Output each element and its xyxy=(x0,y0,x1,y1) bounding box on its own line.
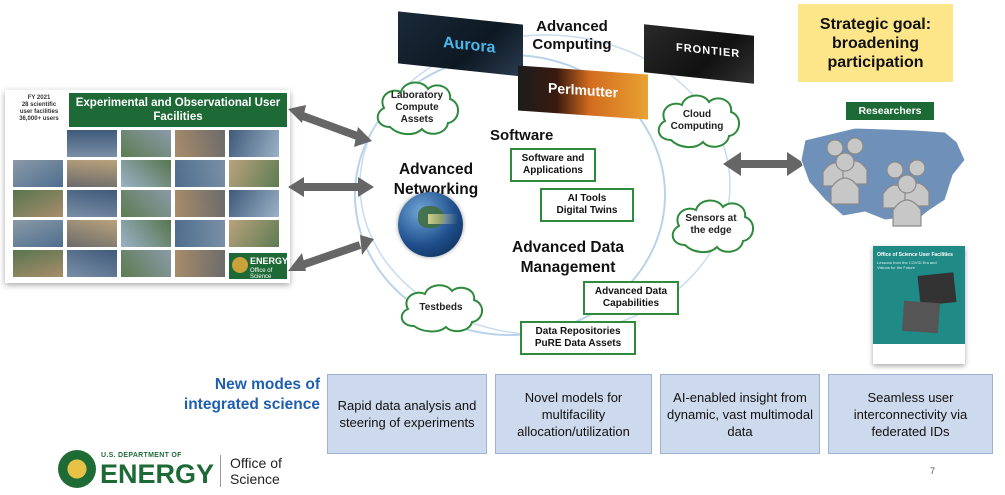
doe-logo-small: ENERGY Office of Science xyxy=(229,253,289,280)
facility-photo xyxy=(13,250,63,277)
footer-office: Office of Science xyxy=(230,455,282,487)
strategic-goal-box: Strategic goal: broadening participation xyxy=(798,4,953,82)
report-cover: Office of Science User Facilities Lesson… xyxy=(873,246,965,364)
cloud-computing: Cloud Computing xyxy=(651,90,743,152)
footer-energy: ENERGY xyxy=(100,459,215,489)
data-repositories-box: Data Repositories PuRE Data Assets xyxy=(520,321,636,355)
cloud-shape-icon xyxy=(657,94,740,148)
cloud-lab-compute-label: Laboratory Compute Assets xyxy=(390,90,444,125)
report-footer-band xyxy=(873,344,965,364)
footer-divider xyxy=(220,455,221,487)
us-map xyxy=(795,120,970,235)
mode-box-1: Rapid data analysis and steering of expe… xyxy=(327,374,487,454)
frontier-label: FRONTIER xyxy=(676,41,741,61)
facility-photo xyxy=(175,220,225,247)
cloud-sensors-label: Sensors at the edge xyxy=(685,213,737,236)
facility-photo xyxy=(229,190,279,217)
facility-photo xyxy=(13,220,63,247)
cloud-shape-icon xyxy=(671,199,754,253)
page-number: 7 xyxy=(930,466,936,476)
cloud-shape-icon xyxy=(400,284,483,333)
researchers-label: Researchers xyxy=(846,102,934,120)
facilities-title: Experimental and Observational User Faci… xyxy=(69,93,287,127)
facility-photo xyxy=(121,190,171,217)
facility-photo xyxy=(175,190,225,217)
advanced-data-capabilities-box: Advanced Data Capabilities xyxy=(583,281,679,315)
perlmutter-label: Perlmutter xyxy=(548,79,619,101)
facility-photo xyxy=(121,130,171,157)
mode-box-2: Novel models for multifacility allocatio… xyxy=(495,374,652,454)
globe-icon xyxy=(398,192,463,257)
facility-photo xyxy=(67,160,117,187)
facility-photo xyxy=(175,250,225,277)
report-title: Office of Science User Facilities xyxy=(877,252,953,258)
facility-photo xyxy=(67,250,117,277)
new-modes-label: New modes of integrated science xyxy=(183,376,320,413)
logo-energy-text: ENERGY xyxy=(250,256,289,266)
report-photo xyxy=(917,272,957,306)
facility-photo xyxy=(67,130,117,157)
cloud-testbeds-label: Testbeds xyxy=(419,302,463,313)
report-photo xyxy=(901,300,941,334)
connection-arrow-right xyxy=(723,152,805,176)
facility-photo xyxy=(175,160,225,187)
facility-photo xyxy=(121,250,171,277)
advanced-data-management-heading: Advanced Data Management xyxy=(512,239,624,276)
doe-seal-icon xyxy=(58,450,96,488)
facility-photo xyxy=(67,220,117,247)
logo-office-text: Office of Science xyxy=(250,268,273,280)
facility-photo xyxy=(175,130,225,157)
us-map-icon xyxy=(800,127,966,227)
cloud-sensors: Sensors at the edge xyxy=(665,193,757,257)
connection-arrows-left xyxy=(288,105,374,271)
cloud-testbeds: Testbeds xyxy=(396,280,486,336)
perlmutter-supercomputer: Perlmutter xyxy=(518,65,648,120)
ai-tools-box: AI Tools Digital Twins xyxy=(540,188,634,222)
mode-box-4: Seamless user interconnectivity via fede… xyxy=(828,374,993,454)
report-subtitle: Lessons from the COVID Era and Visions f… xyxy=(877,260,937,270)
footer-dept: U.S. DEPARTMENT OF xyxy=(101,452,182,459)
facility-photo xyxy=(13,190,63,217)
cloud-shape-icon xyxy=(376,81,459,135)
software-apps-box: Software and Applications xyxy=(510,148,596,182)
cloud-computing-label: Cloud Computing xyxy=(670,109,724,132)
facility-photo xyxy=(229,220,279,247)
facilities-panel: FY 2021 28 scientific user facilities 36… xyxy=(5,90,290,283)
cloud-lab-compute: Laboratory Compute Assets xyxy=(370,75,464,141)
aurora-label: Aurora xyxy=(443,34,496,57)
facility-photo xyxy=(121,220,171,247)
advanced-networking-heading: Advanced Networking xyxy=(393,161,479,198)
facilities-stats: FY 2021 28 scientific user facilities 36… xyxy=(19,95,59,122)
advanced-computing-heading: Advanced Computing xyxy=(532,18,612,53)
facility-photo xyxy=(229,130,279,157)
facility-photo xyxy=(121,160,171,187)
facility-photo xyxy=(13,160,63,187)
facility-photo xyxy=(229,160,279,187)
doe-seal-icon xyxy=(232,257,248,273)
software-heading: Software xyxy=(490,127,554,144)
mode-box-3: AI-enabled insight from dynamic, vast mu… xyxy=(660,374,820,454)
facility-photo xyxy=(67,190,117,217)
